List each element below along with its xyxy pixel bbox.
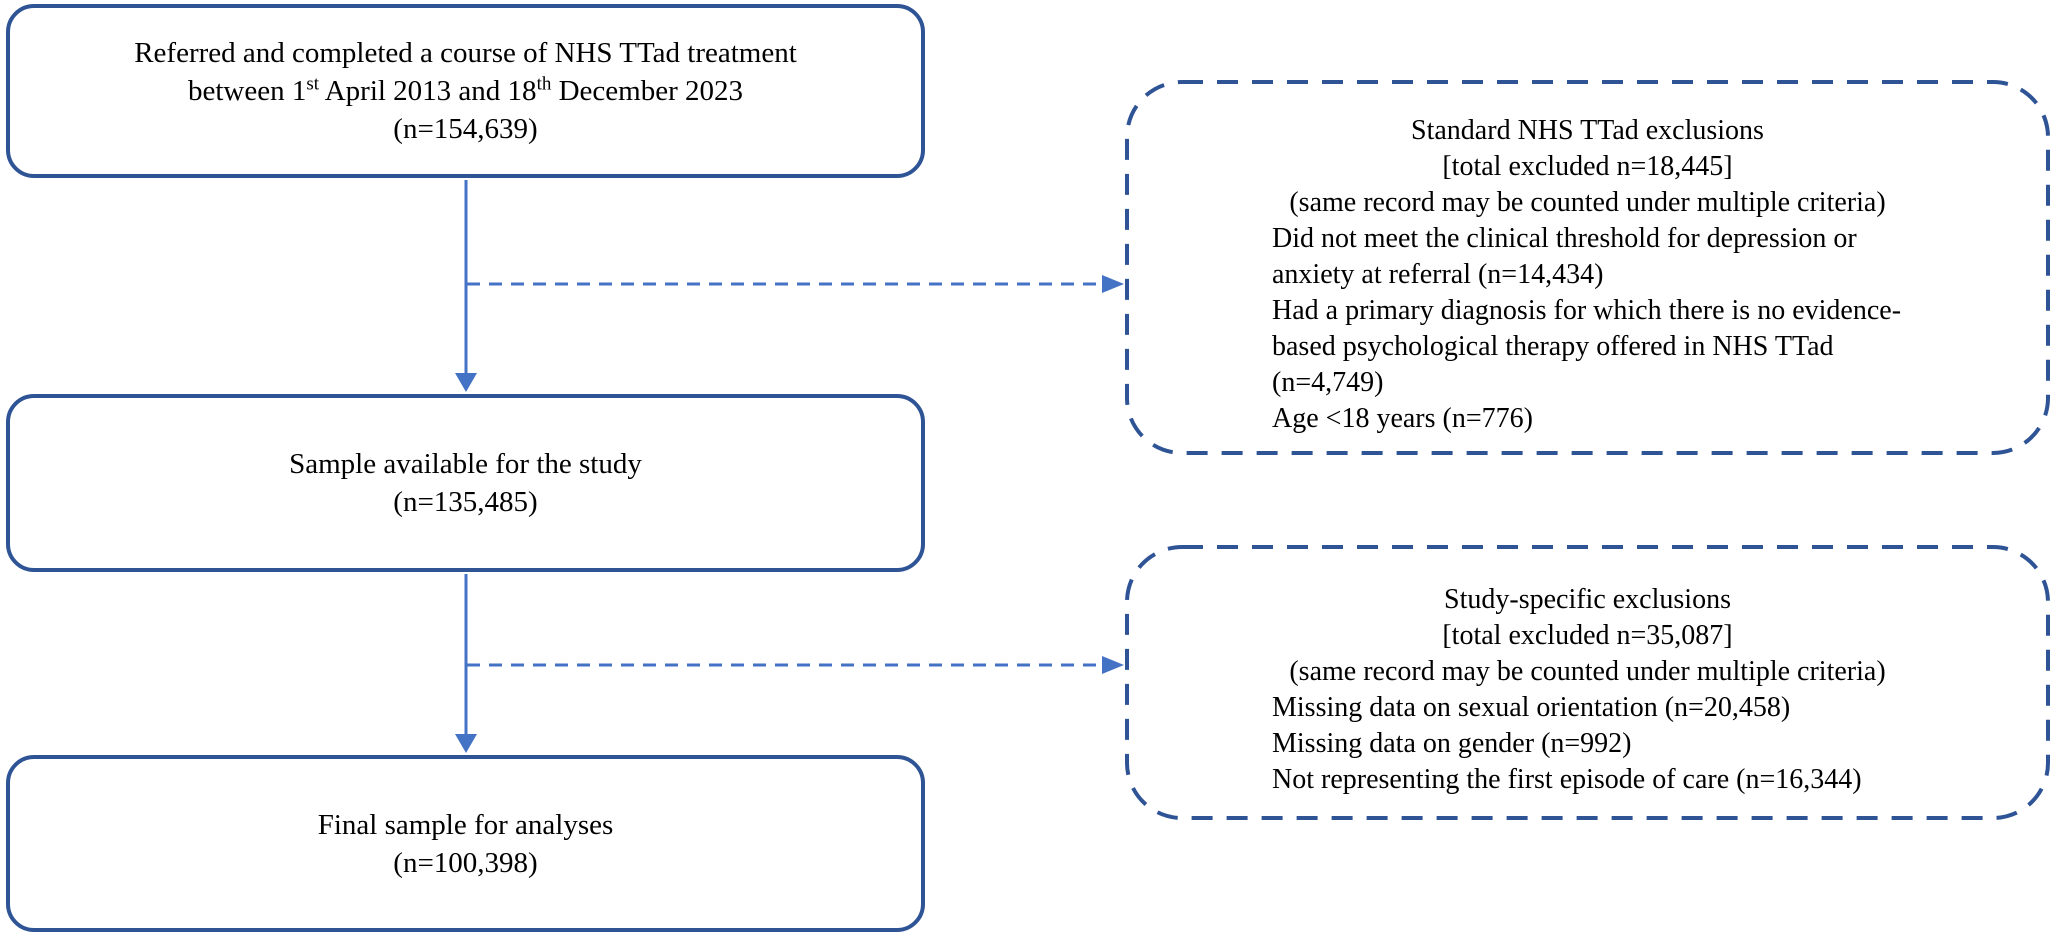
dashed-arrow-study-specific-exclusions bbox=[467, 656, 1124, 674]
standard-exclusions-note: (same record may be counted under multip… bbox=[1289, 187, 1886, 218]
exclusion-box-standard: Standard NHS TTad exclusions [total excl… bbox=[1125, 80, 2050, 455]
referred-line-1: Referred and completed a course of NHS T… bbox=[134, 37, 797, 69]
final-sample-line-1: Final sample for analyses bbox=[317, 808, 614, 841]
standard-exclusions-dashed-border bbox=[1125, 80, 2050, 455]
standard-exclusion-item-line: anxiety at referral (n=14,434) bbox=[1272, 259, 1604, 290]
study-specific-exclusion-item-line: Missing data on gender (n=992) bbox=[1272, 728, 1632, 759]
flow-box-sample-available: Sample available for the study (n=135,48… bbox=[6, 394, 925, 572]
study-specific-exclusions-title: Study-specific exclusions bbox=[1444, 584, 1731, 615]
sample-available-count: (n=135,485) bbox=[393, 486, 538, 518]
referred-count: (n=154,639) bbox=[393, 113, 538, 145]
standard-exclusion-item-line: Did not meet the clinical threshold for … bbox=[1272, 223, 1857, 254]
standard-exclusion-item-line: (n=4,749) bbox=[1272, 367, 1384, 398]
standard-exclusion-item-line: Had a primary diagnosis for which there … bbox=[1272, 295, 1902, 326]
standard-exclusion-item-line: based psychological therapy offered in N… bbox=[1272, 331, 1834, 362]
flow-box-final-sample: Final sample for analyses (n=100,398) bbox=[6, 755, 925, 932]
sample-available-line-1: Sample available for the study bbox=[289, 448, 642, 480]
final-sample-count: (n=100,398) bbox=[393, 846, 538, 879]
flow-box-referred: Referred and completed a course of NHS T… bbox=[6, 4, 925, 178]
study-specific-exclusion-item-line: Missing data on sexual orientation (n=20… bbox=[1272, 692, 1791, 723]
arrow-sample-to-final bbox=[455, 574, 477, 753]
study-specific-exclusions-note: (same record may be counted under multip… bbox=[1289, 656, 1886, 687]
dashed-arrow-standard-exclusions bbox=[467, 275, 1124, 293]
standard-exclusion-item-line: Age <18 years (n=776) bbox=[1272, 403, 1533, 434]
standard-exclusions-total: [total excluded n=18,445] bbox=[1442, 151, 1733, 182]
study-specific-exclusion-item-line: Not representing the first episode of ca… bbox=[1272, 764, 1862, 795]
exclusion-box-study-specific: Study-specific exclusions [total exclude… bbox=[1125, 545, 2050, 820]
ordinal-superscript: th bbox=[536, 73, 552, 95]
standard-exclusions-title: Standard NHS TTad exclusions bbox=[1411, 115, 1764, 146]
referred-line-2: between 1st April 2013 and 18th December… bbox=[188, 73, 743, 107]
ordinal-superscript: st bbox=[306, 73, 320, 95]
study-specific-exclusions-dashed-border bbox=[1125, 545, 2050, 820]
arrow-referred-to-sample bbox=[455, 180, 477, 392]
study-specific-exclusions-total: [total excluded n=35,087] bbox=[1442, 620, 1733, 651]
